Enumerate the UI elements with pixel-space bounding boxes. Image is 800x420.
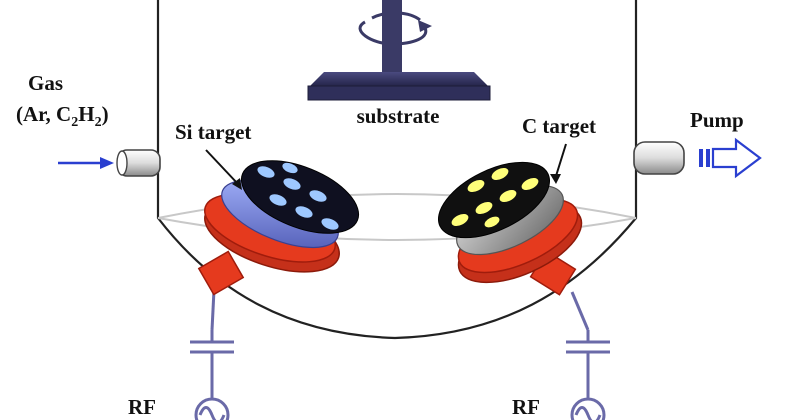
- c-rf-wire-upper: [570, 291, 590, 331]
- substrate-label: substrate: [357, 104, 440, 128]
- c-spot: [475, 202, 493, 214]
- si-target-spots: [257, 162, 339, 230]
- c-spot: [484, 216, 500, 228]
- rf-right-source-icon: [570, 397, 606, 420]
- pump-arrow-bar2: [706, 149, 710, 167]
- gas-formula-label: (Ar, C2H2): [16, 102, 109, 130]
- si-rf-wire-upper: [210, 289, 216, 331]
- rf-left-source-icon: [194, 397, 230, 420]
- gas-label: Gas: [28, 71, 63, 95]
- c-target-label: C target: [522, 114, 596, 138]
- si-spot: [321, 218, 339, 230]
- c-spot: [491, 168, 509, 180]
- si-spot: [295, 206, 313, 218]
- si-spot: [282, 162, 298, 174]
- gas-inlet: [58, 149, 161, 177]
- si-target-pointer-head-icon: [232, 178, 242, 190]
- pump-arrow-bar1: [699, 149, 703, 167]
- c-target-spots: [451, 168, 539, 228]
- gas-formula-close: ): [102, 102, 109, 126]
- si-target-assembly: [197, 160, 360, 331]
- rf-left-sine-icon: [198, 406, 226, 420]
- substrate-platform-edge: [307, 85, 491, 101]
- substrate-platform: [310, 72, 488, 86]
- rf-circuit-left: [190, 330, 234, 420]
- gas-formula-mid: H: [78, 102, 94, 126]
- pump-label: Pump: [690, 108, 744, 132]
- rf-right-label: RF: [512, 395, 540, 419]
- si-target-face: [240, 160, 360, 234]
- c-spot: [521, 178, 539, 190]
- pump-port: [633, 141, 685, 175]
- c-spot: [451, 214, 469, 226]
- gas-formula-open: (Ar, C: [16, 102, 71, 126]
- si-spot: [269, 194, 287, 206]
- c-spot: [467, 180, 485, 192]
- si-target-pointer: [205, 149, 239, 185]
- c-target-assembly: [437, 161, 590, 331]
- substrate-holder: [307, 0, 491, 101]
- si-spot: [257, 166, 275, 178]
- rf-left-label: RF: [128, 395, 156, 419]
- si-connector-block: [197, 250, 245, 296]
- rotation-arrow-back-icon: [371, 11, 421, 22]
- pump-arrow-icon: [711, 137, 762, 179]
- c-target-pointer: [555, 143, 567, 177]
- rf-right-sine-icon: [574, 406, 602, 420]
- rotation-arrowhead-icon: [418, 20, 432, 32]
- substrate-shaft: [382, 0, 402, 72]
- pump-outlet: [633, 137, 762, 179]
- gas-arrowhead-icon: [100, 157, 114, 169]
- rf-circuit-right: [566, 330, 610, 420]
- si-spot: [283, 178, 301, 190]
- si-target-label: Si target: [175, 120, 251, 144]
- gas-inlet-port-end: [116, 150, 128, 176]
- rotation-arrow-icon: [358, 20, 428, 46]
- gas-formula-sub2: 2: [95, 115, 102, 130]
- c-spot: [499, 190, 517, 202]
- gas-formula-sub1: 2: [71, 115, 78, 130]
- si-spot: [309, 190, 327, 202]
- c-target-pointer-head-icon: [550, 174, 561, 184]
